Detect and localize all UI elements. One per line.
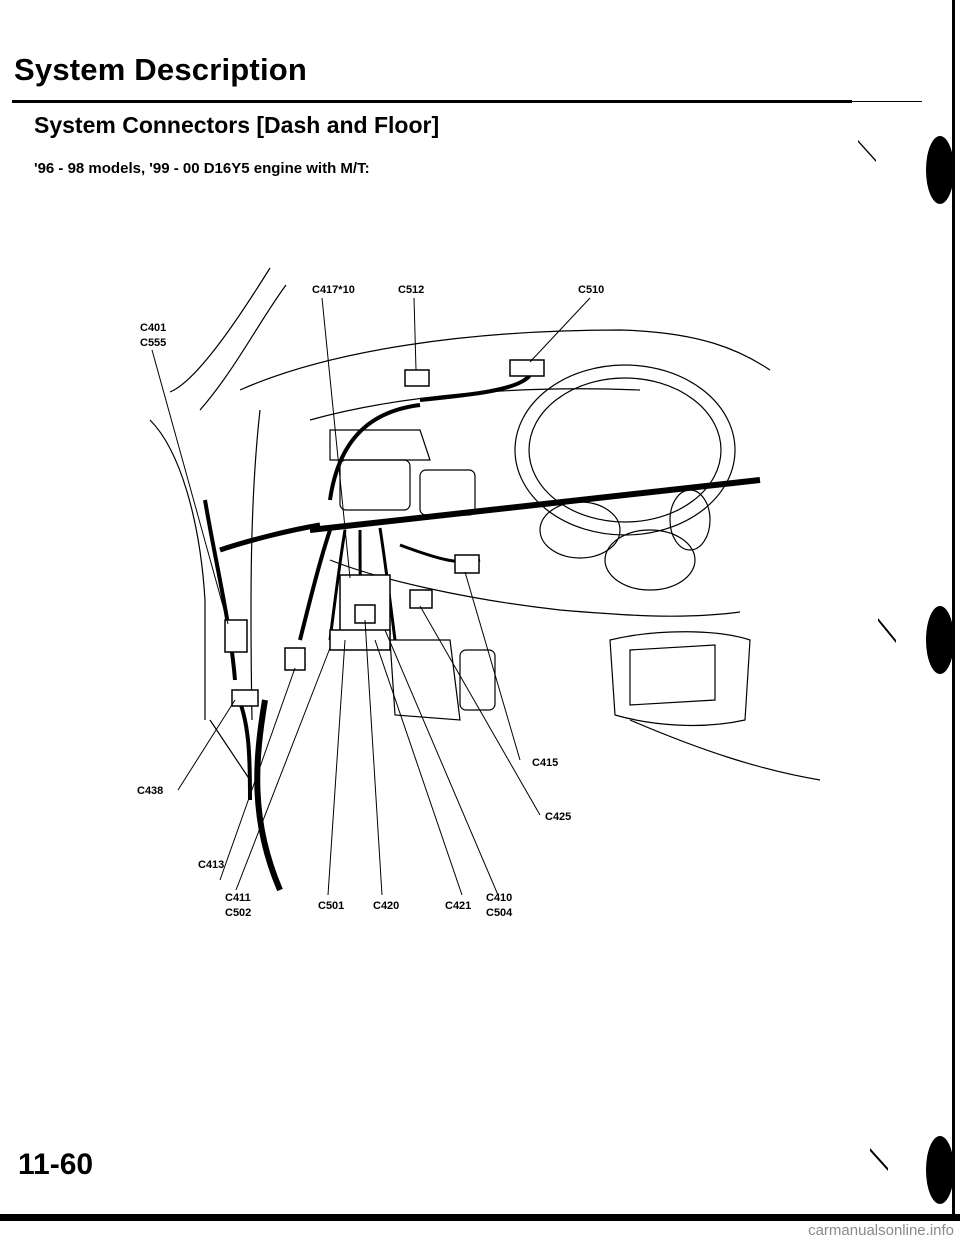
leader-lines <box>151 297 591 896</box>
label-c411: C411 <box>225 892 251 904</box>
connector-c512 <box>404 369 430 387</box>
label-c401: C401 <box>140 322 166 334</box>
connector-c438 <box>231 689 259 707</box>
bottom-bar <box>0 1214 960 1221</box>
connector-c413 <box>284 647 306 671</box>
section-title: System Connectors [Dash and Floor] <box>34 112 440 138</box>
connector-c411 <box>329 629 391 651</box>
label-c555: C555 <box>140 337 166 349</box>
applicability-note: '96 - 98 models, '99 - 00 D16Y5 engine w… <box>34 160 370 177</box>
title-rule-extension <box>852 101 922 102</box>
label-c420: C420 <box>373 900 399 912</box>
right-edge-line <box>952 0 955 1214</box>
callout-labels: C417*10 C512 C510 C401 C555 C438 C415 C4… <box>137 284 604 919</box>
label-c413: C413 <box>198 859 224 871</box>
binding-marks <box>858 136 954 1204</box>
connector-c425 <box>409 589 433 609</box>
label-c502: C502 <box>225 907 251 919</box>
page-number: 11-60 <box>18 1148 94 1181</box>
connector-c510 <box>509 359 545 377</box>
label-c421: C421 <box>445 900 471 912</box>
connector-c438-upper <box>224 619 248 653</box>
watermark: carmanualsonline.info <box>808 1222 954 1239</box>
connector-c415 <box>454 554 480 574</box>
label-c410: C410 <box>486 892 512 904</box>
label-c425: C425 <box>545 811 571 823</box>
label-c438: C438 <box>137 785 163 797</box>
label-c512: C512 <box>398 284 424 296</box>
label-c504: C504 <box>486 907 513 919</box>
label-c501: C501 <box>318 900 344 912</box>
page-title: System Description <box>14 52 308 87</box>
title-rule <box>12 100 852 103</box>
label-c417: C417*10 <box>312 284 355 296</box>
label-c415: C415 <box>532 757 558 769</box>
label-c510: C510 <box>578 284 604 296</box>
